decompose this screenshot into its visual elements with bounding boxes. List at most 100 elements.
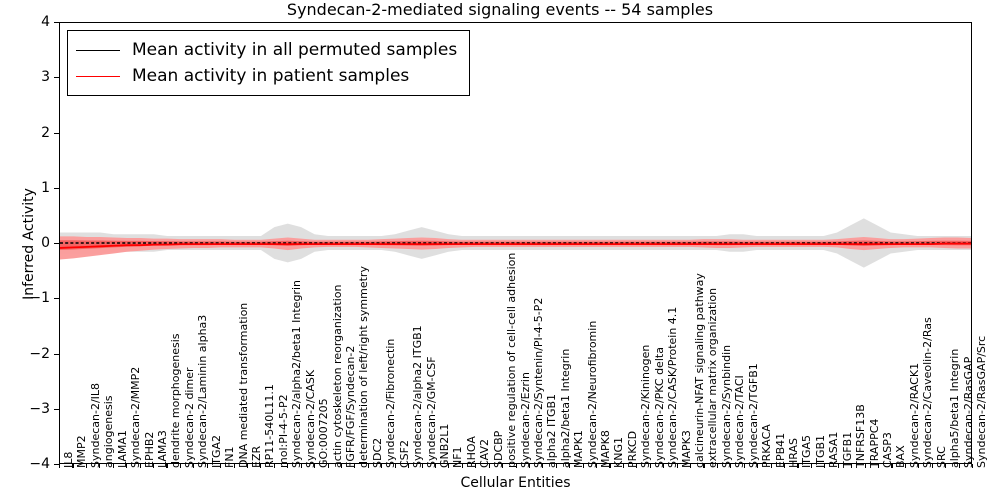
- x-tick-mark: [904, 464, 906, 468]
- x-tick-label: alpha2 ITGB1: [545, 393, 559, 468]
- x-tick-mark: [461, 464, 463, 468]
- x-tick-label: Syndecan-2/alpha2 ITGB1: [411, 325, 425, 468]
- x-tick-label: TNFRSF13B: [854, 404, 868, 468]
- y-tick-label: −4: [29, 456, 50, 472]
- x-tick-mark: [851, 464, 853, 468]
- y-tick-label: 3: [41, 69, 50, 86]
- patient-mean-line: [60, 242, 971, 249]
- x-tick-mark: [515, 464, 517, 468]
- x-tick-mark: [260, 464, 262, 468]
- x-tick-mark: [797, 464, 799, 468]
- x-tick-mark: [112, 464, 114, 468]
- x-tick-mark: [958, 464, 960, 468]
- x-tick-mark: [945, 464, 947, 468]
- x-tick-label: EPHB2: [142, 431, 156, 468]
- x-tick-label: MAPK1: [572, 430, 586, 468]
- x-tick-mark: [126, 464, 128, 468]
- x-tick-label: extracellular matrix organization: [706, 287, 720, 468]
- x-tick-mark: [394, 464, 396, 468]
- y-tick-mark: [54, 408, 59, 410]
- x-tick-mark: [663, 464, 665, 468]
- x-tick-label: Syndecan-2/Syntenin/PI-4-5-P2: [531, 297, 545, 468]
- x-tick-label: Syndecan-2/Fibronectin: [384, 338, 398, 468]
- x-tick-mark: [421, 464, 423, 468]
- x-tick-label: calcineurin-NFAT signaling pathway: [693, 273, 707, 468]
- x-tick-mark: [502, 464, 504, 468]
- x-tick-mark: [609, 464, 611, 468]
- x-tick-mark: [757, 464, 759, 468]
- x-tick-mark: [596, 464, 598, 468]
- x-tick-label: Syndecan-2/RasGAP: [961, 356, 975, 468]
- x-tick-label: Syndecan-2/Ezrin: [518, 372, 532, 468]
- x-tick-label: MAPK3: [679, 430, 693, 468]
- y-tick-mark: [54, 77, 59, 79]
- x-tick-mark: [703, 464, 705, 468]
- x-tick-mark: [367, 464, 369, 468]
- x-tick-mark: [300, 464, 302, 468]
- x-tick-mark: [314, 464, 316, 468]
- x-tick-label: Syndecan-2/MMP2: [129, 366, 143, 468]
- x-tick-mark: [166, 464, 168, 468]
- x-tick-label: Syndecan-2/PKC delta: [652, 347, 666, 468]
- x-tick-mark: [622, 464, 624, 468]
- x-tick-mark: [918, 464, 920, 468]
- x-tick-mark: [179, 464, 181, 468]
- x-tick-mark: [569, 464, 571, 468]
- x-tick-label: Syndecan-2/TACI: [733, 375, 747, 468]
- x-tick-label: TGFB1: [840, 431, 854, 468]
- x-tick-label: Syndecan-2/RasGAP/Src: [975, 335, 988, 468]
- x-tick-mark: [636, 464, 638, 468]
- x-tick-label: alpha2/beta1 Integrin: [558, 348, 572, 468]
- x-tick-mark: [784, 464, 786, 468]
- legend-line-swatch-permuted: [76, 49, 120, 51]
- x-tick-mark: [972, 464, 974, 468]
- legend-entry-permuted[interactable]: Mean activity in all permuted samples: [76, 37, 457, 63]
- y-tick-label: −2: [29, 345, 50, 362]
- y-tick-label: 2: [41, 124, 50, 141]
- y-tick-label: 1: [41, 179, 50, 196]
- x-tick-label: Syndecan-2/IL8: [88, 382, 102, 468]
- x-tick-label: LAMA3: [155, 430, 169, 468]
- x-tick-label: PRKACA: [760, 424, 774, 468]
- x-tick-mark: [59, 464, 61, 468]
- x-tick-label: CASP3: [881, 432, 894, 468]
- x-tick-label: RP11-540L11.1: [263, 384, 277, 468]
- x-tick-mark: [206, 464, 208, 468]
- y-tick-mark: [54, 132, 59, 134]
- x-tick-mark: [193, 464, 195, 468]
- x-tick-mark: [246, 464, 249, 468]
- x-tick-mark: [85, 464, 87, 468]
- y-tick-label: 0: [41, 235, 50, 251]
- x-tick-label: Syndecan-2/Kininogen: [639, 344, 653, 468]
- x-tick-mark: [528, 464, 531, 468]
- x-tick-mark: [931, 464, 933, 468]
- x-tick-label: positive regulation of cell-cell adhesio…: [505, 252, 519, 468]
- x-tick-mark: [743, 464, 745, 468]
- x-tick-mark: [327, 464, 329, 468]
- chart-legend[interactable]: Mean activity in all permuted samples Me…: [67, 30, 471, 96]
- x-tick-label: MAPK8: [599, 430, 613, 468]
- legend-entry-patient[interactable]: Mean activity in patient samples: [76, 63, 457, 89]
- x-tick-label: TRAPPC4: [867, 418, 881, 468]
- y-tick-label: −1: [29, 290, 50, 307]
- x-tick-mark: [354, 464, 356, 468]
- x-tick-label: Syndecan-2 dimer: [182, 367, 196, 468]
- x-tick-label: Syndecan-2/alpha2/beta1 Integrin: [290, 280, 304, 468]
- x-tick-label: alpha5/beta1 Integrin: [948, 348, 962, 468]
- x-tick-mark: [582, 464, 584, 468]
- x-tick-label: SDCBP: [491, 430, 505, 468]
- x-tick-label: Syndecan-2/RACK1: [907, 362, 921, 468]
- x-tick-label: Syndecan-2/Synbindin: [719, 344, 733, 468]
- x-tick-label: Syndecan-2/CASK/Protein 4.1: [666, 306, 680, 468]
- x-tick-label: GO:0007205: [317, 398, 331, 468]
- x-tick-label: actin cytoskeleton reorganization: [330, 284, 344, 468]
- legend-line-swatch-patient: [76, 75, 120, 77]
- chart-title: Syndecan-2-mediated signaling events -- …: [286, 0, 714, 19]
- legend-label-patient: Mean activity in patient samples: [132, 66, 410, 86]
- x-tick-mark: [878, 464, 880, 468]
- y-tick-mark: [54, 243, 59, 245]
- x-tick-mark: [408, 464, 410, 468]
- x-tick-label: Syndecan-2/Laminin alpha3: [196, 314, 210, 468]
- x-tick-mark: [152, 464, 155, 468]
